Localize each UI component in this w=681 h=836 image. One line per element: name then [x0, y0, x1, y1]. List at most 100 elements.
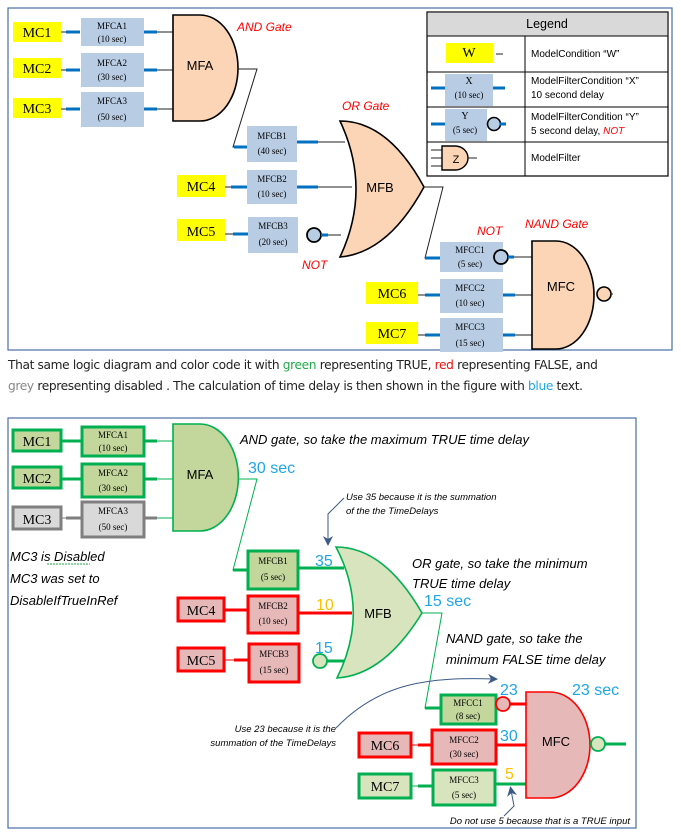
fc-name: MFCA2 [98, 468, 128, 478]
fc-delay: (50 sec) [99, 522, 128, 532]
fc-delay: (30 sec) [98, 72, 127, 82]
fc-name: MFCB2 [258, 601, 288, 611]
filter-condition-mfcb1[interactable]: MFCB1 (40 sec) [247, 126, 297, 162]
fc-delay: (10 sec) [99, 443, 128, 453]
nand-gate-note: minimum FALSE time delay [446, 652, 607, 667]
filter-mfc-nand-gate[interactable]: MFC [525, 691, 606, 799]
condition-mc5[interactable]: MC5 [177, 219, 225, 241]
nand-gate-note: NAND gate, so take the [446, 631, 583, 646]
filter-condition-mfcc2[interactable]: MFCC2 (10 sec) [440, 279, 503, 313]
filter-mfa-and-gate[interactable]: MFA [172, 423, 240, 532]
condition-mc1[interactable]: MC1 [13, 22, 61, 42]
legend-title: Legend [526, 17, 568, 31]
fc-name: MFCC2 [449, 735, 479, 745]
filter-condition-mfca2[interactable]: MFCA2 (30 sec) [81, 53, 144, 87]
arrow-icon [503, 786, 518, 817]
not-bubble-icon [493, 249, 509, 265]
filter-condition-mfcb3[interactable]: MFCB3 (20 sec) [248, 217, 298, 253]
filter-label: MFC [542, 734, 570, 749]
disabled-note-line3: DisableIfTrueInRef [10, 593, 119, 608]
filter-condition-mfcc2[interactable]: MFCC2 (30 sec) [430, 728, 498, 766]
filter-label: MFC [547, 279, 575, 294]
fc-delay: (40 sec) [258, 146, 287, 156]
filter-condition-mfcb2[interactable]: MFCB2 (10 sec) [246, 594, 300, 635]
filter-condition-mfca2[interactable]: MFCA2 (30 sec) [80, 462, 146, 499]
filter-label: MFB [366, 180, 393, 195]
condition-mc1[interactable]: MC1 [11, 428, 63, 453]
legend-desc: 5 second delay, NOT [531, 126, 625, 137]
legend-row-filter: Z ModelFilter [431, 145, 581, 171]
condition-mc5[interactable]: MC5 [176, 646, 226, 673]
filter-condition-mfcb1[interactable]: MFCB1 (5 sec) [246, 549, 300, 591]
and-gate-icon [441, 145, 469, 171]
fc-delay: (30 sec) [450, 749, 479, 759]
filter-condition-mfca3[interactable]: MFCA3 (50 sec) [80, 500, 146, 539]
condition-mc2[interactable]: MC2 [11, 465, 63, 490]
condition-mc3[interactable]: MC3 [13, 98, 61, 118]
fc-name: MFCA1 [98, 430, 128, 440]
legend-desc: ModelFilterCondition “X” [531, 76, 639, 87]
filter-mfb-or-gate[interactable]: MFB [334, 546, 423, 679]
filter-condition-mfcc3[interactable]: MFCC3 (5 sec) [431, 768, 497, 807]
arrow-icon [323, 497, 345, 546]
filter-label: MFB [364, 606, 391, 621]
condition-mc6[interactable]: MC6 [357, 731, 413, 759]
no5-note: Do not use 5 because that is a TRUE inpu… [450, 816, 630, 827]
fc-delay: (10 sec) [456, 298, 485, 308]
fc-name: MFCC1 [453, 698, 483, 708]
use35-note: of the the TimeDelays [346, 506, 439, 517]
legend: Legend W ModelCondition “W” X (10 sec) M… [426, 11, 669, 177]
or-gate-label: OR Gate [342, 99, 390, 113]
fc-name: MFCB2 [257, 174, 287, 184]
filter-condition-mfcc3[interactable]: MFCC3 (15 sec) [440, 318, 503, 352]
fc-delay: (50 sec) [98, 112, 127, 122]
condition-mc2[interactable]: MC2 [13, 58, 61, 78]
not-bubble-icon [495, 696, 511, 712]
legend-symbol: Z [453, 154, 460, 166]
filter-condition-mfcc1[interactable]: MFCC1 (8 sec) [439, 693, 498, 726]
disabled-note-line2: MC3 was set to [10, 571, 100, 586]
filter-condition-mfca3[interactable]: MFCA3 (50 sec) [81, 92, 144, 127]
legend-symbol-delay: (5 sec) [453, 125, 477, 135]
not-bubble-icon [596, 286, 612, 302]
condition-label: MC2 [23, 472, 52, 487]
filter-condition-mfcb2[interactable]: MFCB2 (10 sec) [247, 170, 297, 204]
original-logic-diagram: MC1 MFCA1 (10 sec) MC2 MFCA2 (30 sec) MC… [7, 7, 673, 352]
mfb-input1-delay: 35 [315, 553, 333, 570]
disabled-note-line1: MC3 is Disabled [10, 549, 105, 564]
condition-mc7[interactable]: MC7 [357, 772, 413, 800]
fc-delay: (5 sec) [458, 259, 482, 269]
arrow-icon [335, 673, 498, 729]
fc-name: MFCA3 [97, 96, 128, 106]
condition-label: MC5 [187, 225, 216, 240]
filter-condition-mfca1[interactable]: MFCA1 (10 sec) [80, 425, 146, 458]
filter-condition-mfcb3[interactable]: MFCB3 (15 sec) [247, 642, 301, 684]
filter-condition-mfca1[interactable]: MFCA1 (10 sec) [81, 18, 144, 46]
fc-delay: (5 sec) [452, 790, 476, 800]
fc-delay: (20 sec) [259, 237, 288, 247]
not-bubble-icon [306, 227, 322, 243]
condition-mc4[interactable]: MC4 [177, 175, 225, 197]
condition-label: MC3 [23, 513, 52, 528]
not-bubble-icon [486, 116, 502, 132]
not-label-mfcb3: NOT [302, 258, 329, 272]
caption-part: representing TRUE, [316, 358, 435, 372]
fc-name: MFCB1 [258, 556, 288, 566]
condition-mc6[interactable]: MC6 [366, 282, 418, 304]
nand-gate-label: NAND Gate [525, 217, 589, 231]
and-gate-label: AND Gate [236, 20, 292, 34]
condition-label: MC7 [378, 327, 407, 342]
filter-mfc-nand-gate[interactable]: MFC [531, 240, 612, 350]
condition-mc3[interactable]: MC3 [11, 505, 63, 531]
legend-desc: ModelFilter [531, 153, 581, 164]
caption-part: That same logic diagram and color code i… [8, 358, 283, 372]
fc-name: MFCA3 [98, 506, 129, 516]
filter-mfa-and-gate[interactable]: MFA [172, 14, 239, 122]
filter-condition-mfcc1[interactable]: MFCC1 (5 sec) [440, 242, 503, 272]
condition-mc7[interactable]: MC7 [366, 322, 418, 344]
fc-name: MFCB3 [258, 221, 288, 231]
filter-mfb-or-gate[interactable]: MFB [338, 120, 425, 258]
condition-mc4[interactable]: MC4 [176, 596, 226, 623]
and-gate-note: AND gate, so take the maximum TRUE time … [239, 432, 530, 447]
fc-name: MFCC3 [449, 775, 479, 785]
